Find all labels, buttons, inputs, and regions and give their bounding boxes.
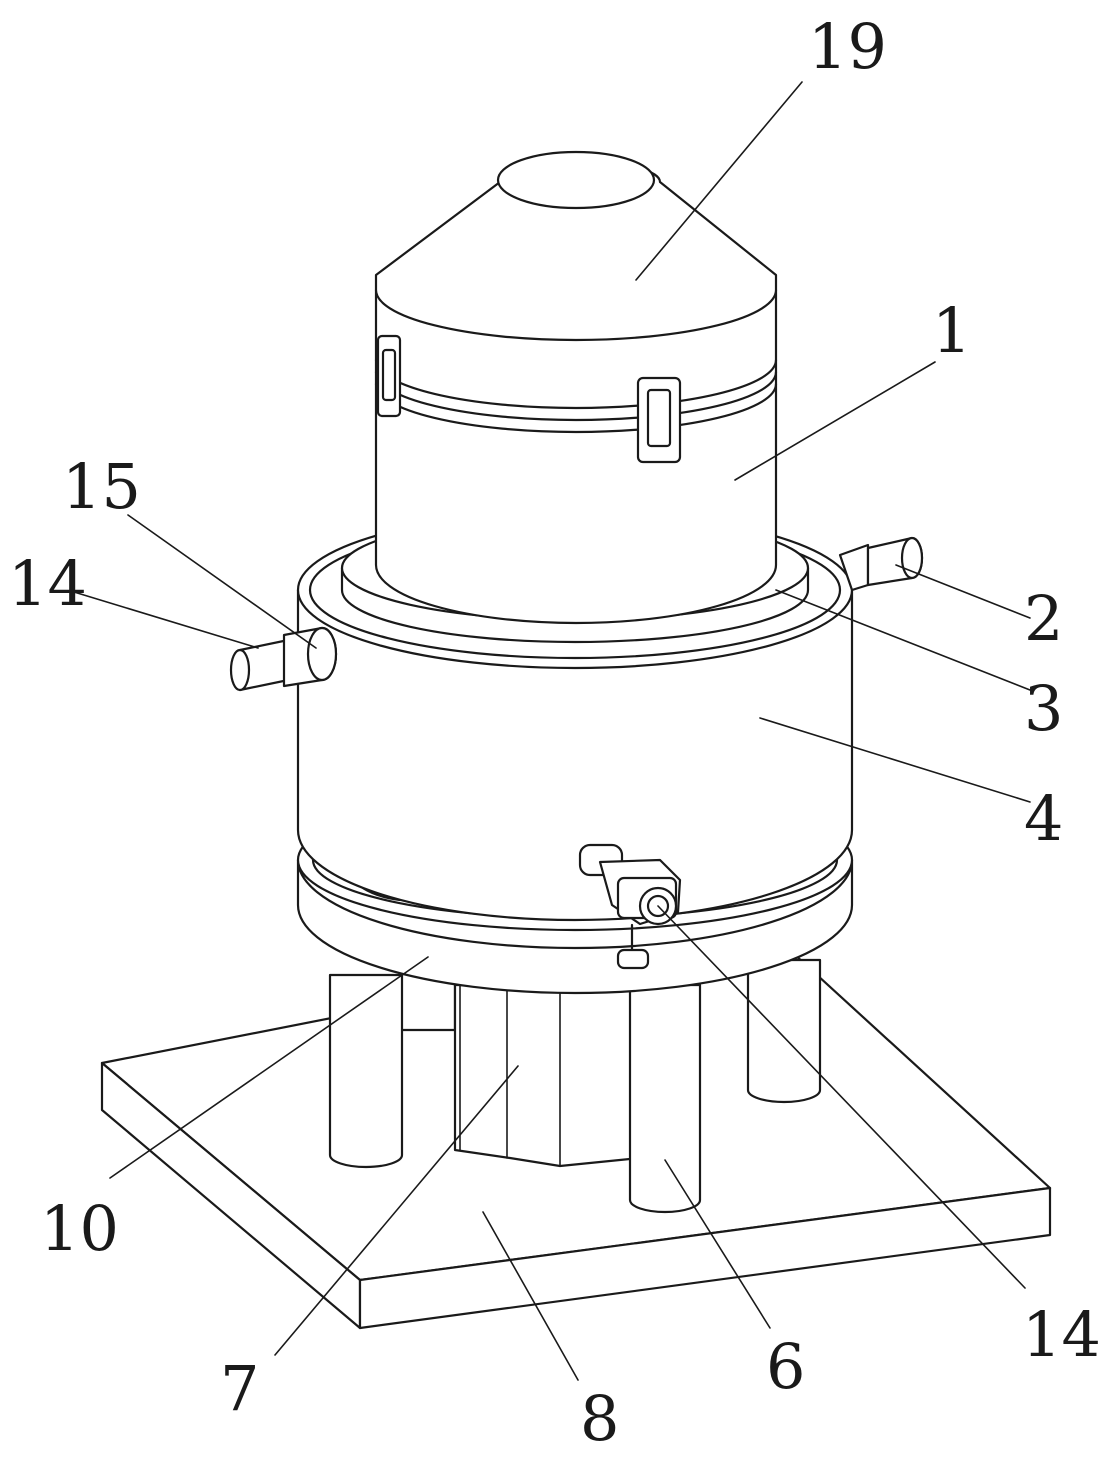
label-valve-outlet: 14: [1022, 1298, 1101, 1371]
label-bottom-tank: 7: [220, 1352, 259, 1425]
leader-lines: [73, 81, 1031, 1381]
label-flange-ring: 3: [1024, 672, 1063, 745]
label-lid: 19: [808, 10, 887, 83]
label-middle-barrel: 4: [1024, 782, 1063, 855]
clamp-left: [376, 334, 402, 418]
clamp-right: [636, 376, 682, 464]
front-legs: [328, 973, 702, 1214]
left-collar: [282, 626, 338, 688]
label-right-pipe: 2: [1024, 582, 1063, 655]
label-upper-barrel: 1: [932, 294, 971, 367]
label-support-ring: 10: [40, 1192, 119, 1265]
label-left-collar: 15: [62, 450, 141, 523]
label-legs: 6: [766, 1330, 805, 1403]
label-base-plate: 8: [580, 1382, 619, 1455]
bottom-tank: [453, 983, 642, 1168]
labels: 19 1 2 3 4 14 15 14 6 8 7 10: [8, 10, 1101, 1455]
label-left-nozzle: 14: [8, 547, 87, 620]
right-pipe: [838, 536, 924, 592]
conical-lid: [374, 150, 778, 342]
